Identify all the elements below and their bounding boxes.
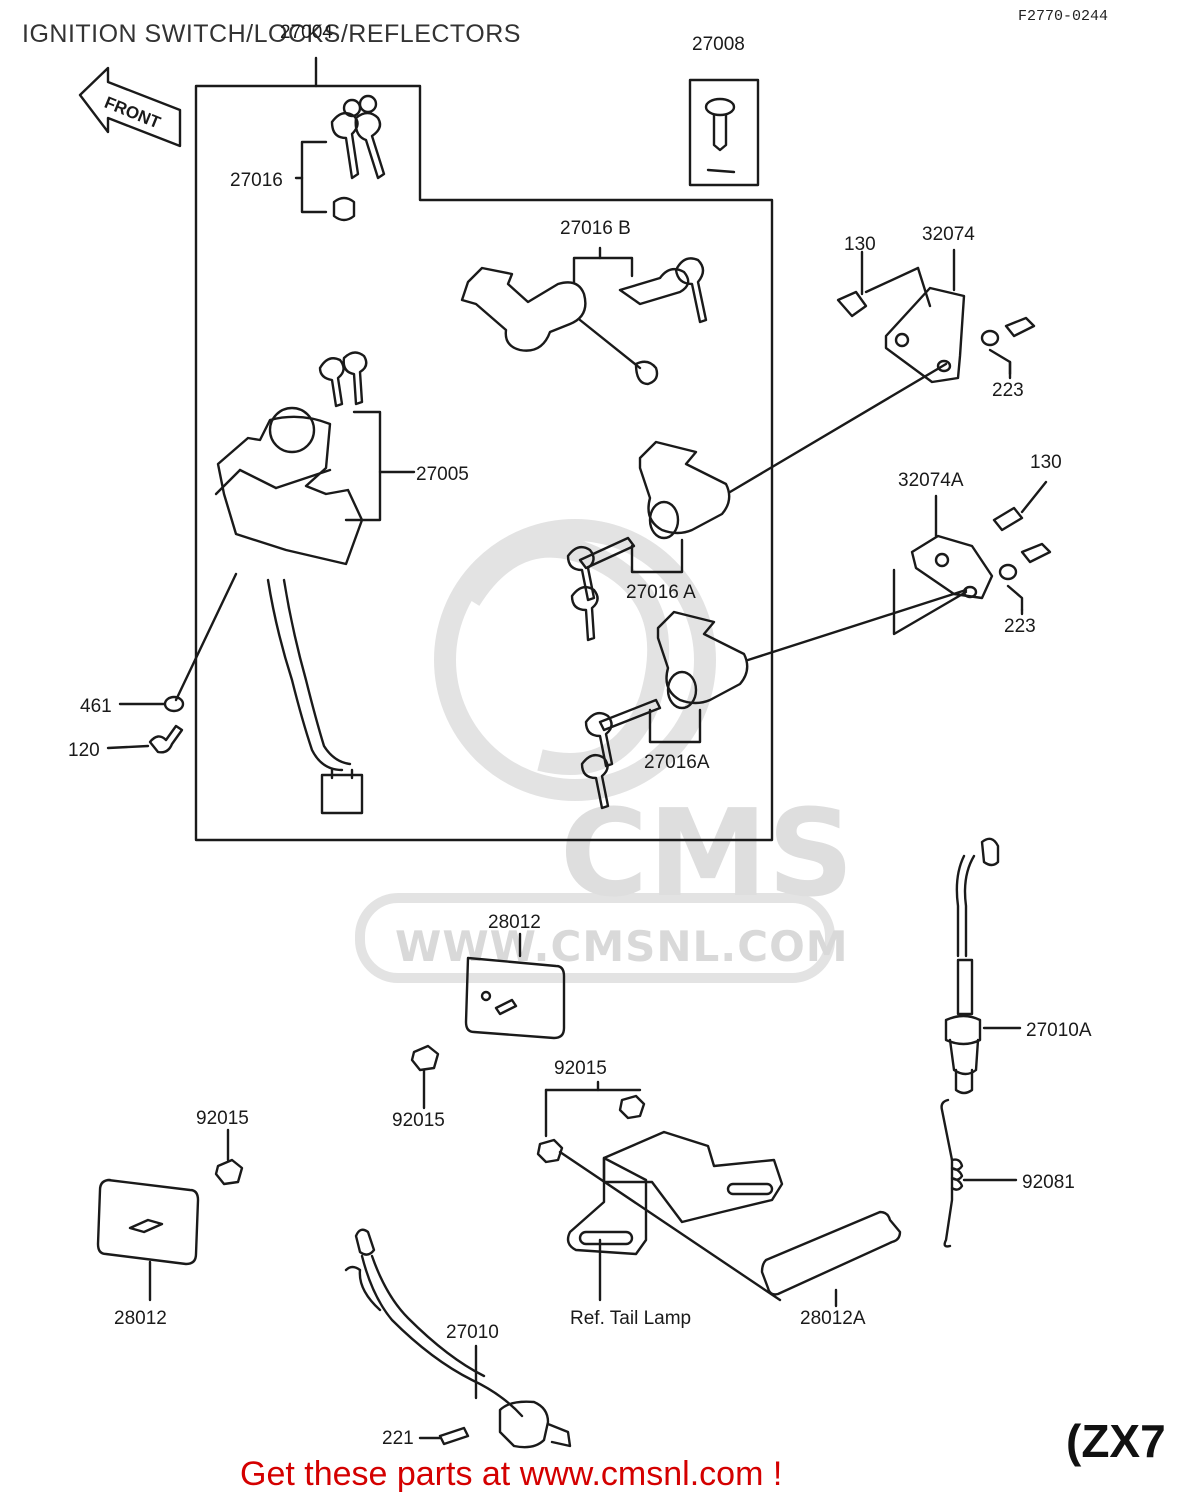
switch-27010: [354, 1228, 376, 1256]
watermark-site: WWW.CMSNL.COM: [395, 922, 849, 971]
part-27016a-lower: 27016A: [644, 752, 710, 773]
part-27010a: 27010A: [1026, 1020, 1092, 1041]
part-32074a: 32074A: [898, 470, 964, 491]
part-27016: 27016: [230, 170, 283, 191]
part-92015-left: 92015: [196, 1108, 249, 1129]
watermark-brand: CMS: [560, 785, 854, 924]
part-223-upper: 223: [992, 380, 1024, 401]
spring-92081: [940, 1098, 954, 1248]
part-27016b: 27016 B: [560, 218, 631, 239]
bracket-32074: [884, 286, 966, 384]
front-arrow-icon: [78, 66, 182, 148]
part-130-lower: 130: [1030, 452, 1062, 473]
part-221: 221: [382, 1428, 414, 1449]
part-28012a: 28012A: [800, 1308, 866, 1329]
model-code: (ZX7: [1066, 1415, 1166, 1467]
reflector-28012a: [760, 1210, 902, 1296]
part-27010: 27010: [446, 1322, 499, 1343]
bracket-32074a: [910, 534, 994, 600]
part-27008: 27008: [692, 34, 745, 55]
seat-lock-upper: [638, 440, 731, 535]
part-92015-center: 92015: [392, 1110, 445, 1131]
part-223-lower: 223: [1004, 616, 1036, 637]
ref-tail-lamp-label: Ref. Tail Lamp: [570, 1308, 691, 1329]
part-120: 120: [68, 740, 100, 761]
part-28012-upper: 28012: [488, 912, 541, 933]
shop-link[interactable]: Get these parts at www.cmsnl.com !: [240, 1455, 783, 1493]
diagram-title: IGNITION SWITCH/LOCKS/REFLECTORS: [22, 20, 521, 48]
part-92015-bracket: 92015: [554, 1058, 607, 1079]
part-27004: 27004: [280, 22, 333, 43]
part-27005: 27005: [416, 464, 469, 485]
seat-lock-lower: [656, 610, 749, 705]
kit-outline: [194, 84, 774, 842]
reflector-28012-upper: [464, 956, 566, 1040]
tail-lamp-bracket: [602, 1130, 784, 1224]
part-461: 461: [80, 696, 112, 717]
ignition-switch-27005: [216, 415, 364, 566]
part-28012-left: 28012: [114, 1308, 167, 1329]
helmet-lock-27016b: [460, 266, 587, 352]
key-tag-27008: [688, 78, 760, 187]
switch-27010a: [980, 837, 1000, 867]
part-32074: 32074: [922, 224, 975, 245]
part-130-upper: 130: [844, 234, 876, 255]
part-92081: 92081: [1022, 1172, 1075, 1193]
part-27016a-upper: 27016 A: [626, 582, 696, 603]
figure-code: F2770-0244: [1018, 8, 1109, 25]
reflector-28012-left: [96, 1178, 200, 1266]
